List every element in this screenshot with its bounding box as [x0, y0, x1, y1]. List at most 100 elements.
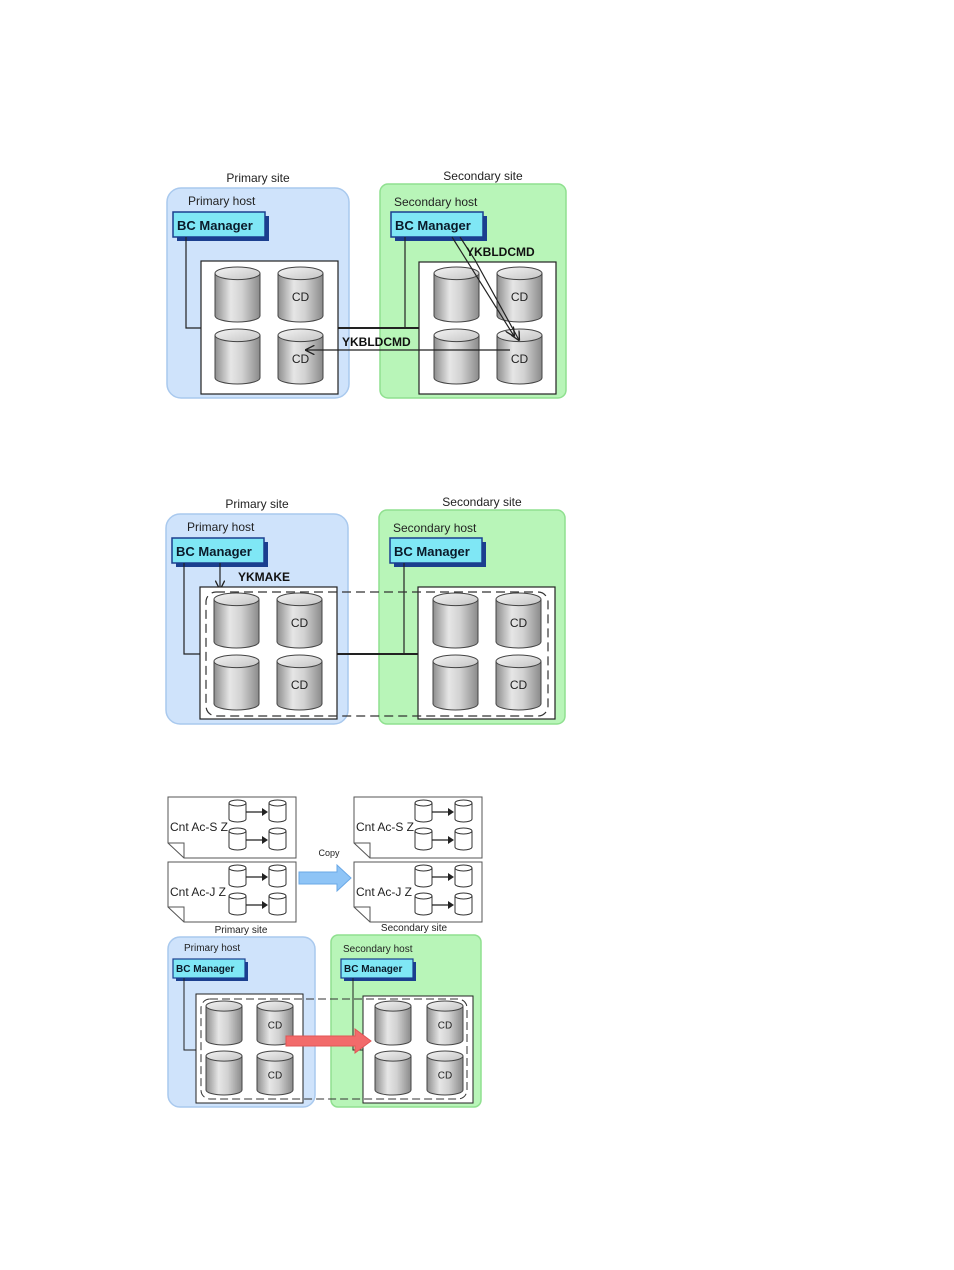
mini-volume-icon: [414, 799, 433, 823]
ykbldcmd-top-label: YKBLDCMD: [466, 245, 535, 259]
dynamic-layer: CD CD CD CD YKBLDCMD YKBLDCMD CD CD CD CD CD CD CD CD: [205, 236, 543, 1096]
mini-volume-icon: [228, 799, 247, 823]
cd-volume: CD: [276, 592, 323, 649]
primary-host-label: Primary host: [188, 194, 256, 208]
volume: [213, 592, 260, 649]
cd-label: CD: [292, 352, 310, 366]
secondary-host-label: Secondary host: [343, 944, 413, 955]
bc-manager-primary: BC Manager: [172, 211, 269, 241]
bc-manager-primary-label: BC Manager: [177, 218, 253, 233]
bc-manager-secondary-label: BC Manager: [395, 218, 471, 233]
ykmake-label: YKMAKE: [238, 570, 290, 584]
mini-volume-icon: [414, 864, 433, 888]
bc-manager-secondary: BC Manager: [390, 211, 487, 241]
cd-label: CD: [292, 290, 310, 304]
file-name: Cnt Ac-S Z: [356, 820, 414, 834]
volume: [213, 654, 260, 711]
bc-manager-primary-label: BC Manager: [176, 544, 252, 559]
diagram-3-volumes: CD CD CD CD: [205, 1000, 464, 1096]
volume: [433, 266, 480, 323]
ykbldcmd-link-label: YKBLDCMD: [342, 335, 411, 349]
mini-volume-icon: [454, 892, 473, 916]
volume: [433, 328, 480, 385]
cd-volume: CD: [277, 328, 324, 385]
primary-host-link: [185, 237, 201, 329]
cd-label: CD: [510, 616, 528, 630]
volume: [205, 1050, 243, 1096]
mini-volume-icon: [268, 827, 287, 851]
copy-group-outline: [205, 591, 549, 717]
mini-volume-icon: [454, 799, 473, 823]
bc-manager-primary: BC Manager: [171, 537, 268, 567]
command-arrow: [459, 236, 519, 340]
cd-label: CD: [510, 678, 528, 692]
file-volume-pairs: [228, 799, 473, 916]
bc-manager-secondary: BC Manager: [340, 958, 416, 981]
cd-volume: CD: [277, 266, 324, 323]
file-name: Cnt Ac-J Z: [170, 885, 226, 899]
cd-label: CD: [291, 678, 309, 692]
mini-volume-icon: [414, 892, 433, 916]
bc-manager-secondary-label: BC Manager: [394, 544, 470, 559]
primary-site-label: Primary site: [215, 925, 268, 936]
cd-volume: CD: [496, 328, 543, 385]
primary-host-link: [183, 978, 196, 1051]
mini-volume-icon: [228, 892, 247, 916]
volume: [374, 1050, 412, 1096]
mini-volume-icon: [228, 827, 247, 851]
bc-manager-secondary-label: BC Manager: [344, 964, 402, 975]
cd-volume: CD: [256, 1000, 294, 1046]
mini-volume-icon: [268, 892, 287, 916]
cd-label: CD: [511, 352, 529, 366]
cd-label: CD: [438, 1020, 452, 1031]
copy-arrow: [298, 863, 352, 893]
cd-volume: CD: [496, 266, 543, 323]
cd-volume: CD: [495, 592, 542, 649]
bc-manager-primary: BC Manager: [172, 958, 248, 981]
secondary-site-label: Secondary site: [442, 495, 522, 509]
cd-volume: CD: [256, 1050, 294, 1096]
secondary-site-label: Secondary site: [381, 923, 448, 934]
cd-volume: CD: [276, 654, 323, 711]
bc-manager-primary-label: BC Manager: [176, 964, 234, 975]
cd-label: CD: [268, 1070, 282, 1081]
secondary-host-label: Secondary host: [394, 195, 478, 209]
primary-host-label: Primary host: [184, 943, 240, 954]
cd-label: CD: [438, 1070, 452, 1081]
copy-label: Copy: [318, 848, 340, 858]
cd-label: CD: [268, 1020, 282, 1031]
bc-manager-secondary: BC Manager: [389, 537, 486, 567]
volume: [205, 1000, 243, 1046]
primary-host-label: Primary host: [187, 520, 255, 534]
volume: [432, 592, 479, 649]
diagram-2-volumes: CD CD CD CD: [213, 592, 542, 711]
volume: [214, 266, 261, 323]
primary-site-label: Primary site: [225, 497, 289, 511]
volume: [432, 654, 479, 711]
mini-volume-icon: [454, 827, 473, 851]
diagram-1-volumes: CD CD CD CD: [214, 266, 543, 385]
mini-volume-icon: [414, 827, 433, 851]
cd-volume: CD: [495, 654, 542, 711]
command-arrow: [451, 236, 514, 336]
cd-label: CD: [291, 616, 309, 630]
mini-volume-icon: [228, 864, 247, 888]
file-name: Cnt Ac-J Z: [356, 885, 412, 899]
file-name: Cnt Ac-S Z: [170, 820, 228, 834]
replication-arrow: [285, 1028, 372, 1054]
cd-volume: CD: [426, 1050, 464, 1096]
primary-host-link: [183, 563, 200, 655]
cd-label: CD: [511, 290, 529, 304]
copy-group-outline: [200, 998, 468, 1100]
primary-site-label: Primary site: [226, 171, 290, 185]
mini-volume-icon: [268, 799, 287, 823]
secondary-host-label: Secondary host: [393, 521, 477, 535]
secondary-site-label: Secondary site: [443, 169, 523, 183]
volume: [374, 1000, 412, 1046]
ykbldcmd-arrows: YKBLDCMD YKBLDCMD: [306, 236, 535, 350]
mini-volume-icon: [454, 864, 473, 888]
cd-volume: CD: [426, 1000, 464, 1046]
volume: [214, 328, 261, 385]
mini-volume-icon: [268, 864, 287, 888]
